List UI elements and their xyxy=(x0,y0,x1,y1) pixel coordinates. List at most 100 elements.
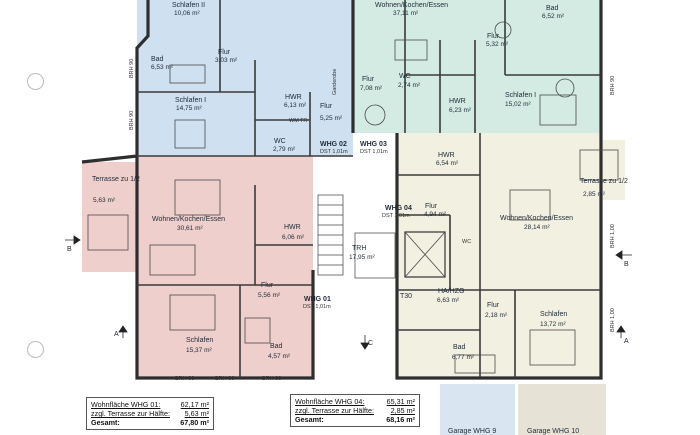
room-flur03a-name: Flur xyxy=(487,33,500,40)
room-hwr02-name: HWR xyxy=(285,94,302,101)
room-bad01-area: 4,57 m² xyxy=(268,353,291,360)
section-marker-a-left: A xyxy=(114,325,128,338)
garage-9-label: Garage WHG 9 xyxy=(448,428,496,435)
room-hwr01-area: 6,06 m² xyxy=(282,234,305,241)
room-wohnen01-name: Wohnen/Kochen/Essen xyxy=(152,216,225,223)
room-schlafen1-03-name: Schlafen I xyxy=(505,92,536,99)
binder-hole-top xyxy=(27,73,44,90)
room-bad03-name: Bad xyxy=(546,5,559,12)
room-flur02b-name: Flur xyxy=(320,103,333,110)
room-flur02-area: 3,03 m² xyxy=(215,57,238,64)
room-trh-name: TRH xyxy=(352,245,366,252)
staircase xyxy=(317,194,396,279)
window-label-5: BRH 1,00 xyxy=(610,224,616,248)
room-schlafen01-area: 15,37 m² xyxy=(186,347,212,354)
wm-label: WM xyxy=(289,118,299,124)
garage-9-fill xyxy=(440,384,515,435)
room-wohnen01-area: 30,61 m² xyxy=(177,225,203,232)
window-label-4: BRH 90 xyxy=(610,76,616,95)
window-label-8: BRH 90 xyxy=(129,111,135,130)
room-schlafen04-area: 13,72 m² xyxy=(540,321,566,328)
svg-text:B: B xyxy=(67,246,72,253)
window-label-7: BRH 90 xyxy=(129,59,135,78)
interior-walls xyxy=(137,0,601,378)
room-wc02-area: 2,79 m² xyxy=(273,146,296,153)
room-bad02-area: 6,53 m² xyxy=(151,64,174,71)
section-marker-c: C xyxy=(360,335,373,350)
room-flur04b-name: Flur xyxy=(487,302,500,309)
room-flur04-name: Flur xyxy=(425,203,438,210)
elevator-shaft xyxy=(404,231,446,278)
area-row: Wohnfläche WHG 01:62,17 m² xyxy=(91,400,209,409)
window-label-2: BRH 90 xyxy=(215,376,234,382)
room-bad01-name: Bad xyxy=(270,343,283,350)
room-terrasse01-name: Terrasse zu 1/2 xyxy=(92,176,140,183)
room-schlafen2-area: 10,06 m² xyxy=(174,10,200,17)
svg-text:A: A xyxy=(114,331,119,338)
unit-04-fill xyxy=(397,133,601,378)
room-trh-area: 17,95 m² xyxy=(349,254,375,261)
room-flur03a-area: 5,32 m² xyxy=(486,41,509,48)
room-schlafen01-name: Schlafen xyxy=(186,337,213,344)
window-label-1: BRH 90 xyxy=(175,376,194,382)
room-flur04b-area: 2,18 m² xyxy=(485,312,508,319)
tr-label: TR xyxy=(300,118,307,124)
area-row: zzgl. Terrasse zur Hälfte:2,85 m² xyxy=(295,406,415,415)
room-schlafen1-02-area: 14,75 m² xyxy=(176,105,202,112)
room-hwr02-area: 6,13 m² xyxy=(284,102,307,109)
room-wohnen03-name: Wohnen/Kochen/Essen xyxy=(375,2,448,9)
room-flur01-area: 5,56 m² xyxy=(258,292,281,299)
room-flur04-area: 4,94 m² xyxy=(424,211,447,218)
unit-tag-whg01: WHG 01 xyxy=(304,296,331,303)
room-schlafen1-02-name: Schlafen I xyxy=(175,97,206,104)
wc-small-label: WC xyxy=(462,239,471,245)
room-wohnen04-name: Wohnen/Kochen/Essen xyxy=(500,215,573,222)
room-flur01-name: Flur xyxy=(261,282,274,289)
room-hwr03-name: HWR xyxy=(449,98,466,105)
window-label-3: BRH 90 xyxy=(262,376,281,382)
unit-tag-whg02: WHG 02 xyxy=(320,141,347,148)
area-row-total: Gesamt:67,80 m² xyxy=(91,418,209,427)
room-bad04-area: 6,77 m² xyxy=(452,354,475,361)
section-marker-b-right: B xyxy=(615,250,632,268)
unit-03-fill xyxy=(353,0,601,133)
area-row: Wohnfläche WHG 04:65,31 m² xyxy=(295,397,415,406)
room-hahzg-name: HA/HZG xyxy=(438,288,464,295)
svg-text:C: C xyxy=(368,340,373,347)
section-marker-b-left: B xyxy=(65,235,81,253)
room-hwr01-name: HWR xyxy=(284,224,301,231)
room-bad04-name: Bad xyxy=(453,344,466,351)
door-t30-label: T30 xyxy=(400,293,412,300)
garage-10-label: Garage WHG 10 xyxy=(527,428,579,435)
room-hwr04-area: 6,54 m² xyxy=(436,160,459,167)
unit-02-fill xyxy=(137,0,353,156)
room-bad03-area: 6,52 m² xyxy=(542,13,565,20)
area-summary-whg01: Wohnfläche WHG 01:62,17 m² zzgl. Terrass… xyxy=(86,397,214,430)
room-terrasse04-name: Terrasse zu 1/2 xyxy=(580,178,628,185)
room-wc03-name: WC xyxy=(399,73,411,80)
room-flur02-name: Flur xyxy=(218,49,231,56)
room-terrasse04-area: 2,85 m² xyxy=(583,191,606,198)
room-flur02b-area: 5,25 m² xyxy=(320,115,343,122)
unit-tag-whg02-sub: DST 1,01m xyxy=(320,149,348,155)
room-flur03b-area: 7,08 m² xyxy=(360,85,383,92)
room-flur03b-name: Flur xyxy=(362,76,375,83)
window-label-6: BRH 1,00 xyxy=(610,308,616,332)
room-hwr04-name: HWR xyxy=(438,152,455,159)
room-wc02-name: WC xyxy=(274,138,286,145)
unit-tag-whg01-sub: DST 1,01m xyxy=(303,304,331,310)
area-row-total: Gesamt:68,16 m² xyxy=(295,415,415,424)
unit-tag-whg04: WHG 04 xyxy=(385,205,412,212)
garderobe-label: Garderobe xyxy=(332,69,338,95)
room-terrasse01-area: 5,63 m² xyxy=(93,197,116,204)
unit-tag-whg04-sub: DST 1,01m xyxy=(382,213,410,219)
section-marker-a-right: A xyxy=(616,325,629,345)
room-wc03-area: 2,74 m² xyxy=(398,82,421,89)
svg-text:A: A xyxy=(624,338,629,345)
binder-hole-bottom xyxy=(27,341,44,358)
room-schlafen1-03-area: 15,02 m² xyxy=(505,101,531,108)
room-hahzg-area: 6,63 m² xyxy=(437,297,460,304)
room-bad02-name: Bad xyxy=(151,56,164,63)
garage-10-fill xyxy=(518,384,606,435)
